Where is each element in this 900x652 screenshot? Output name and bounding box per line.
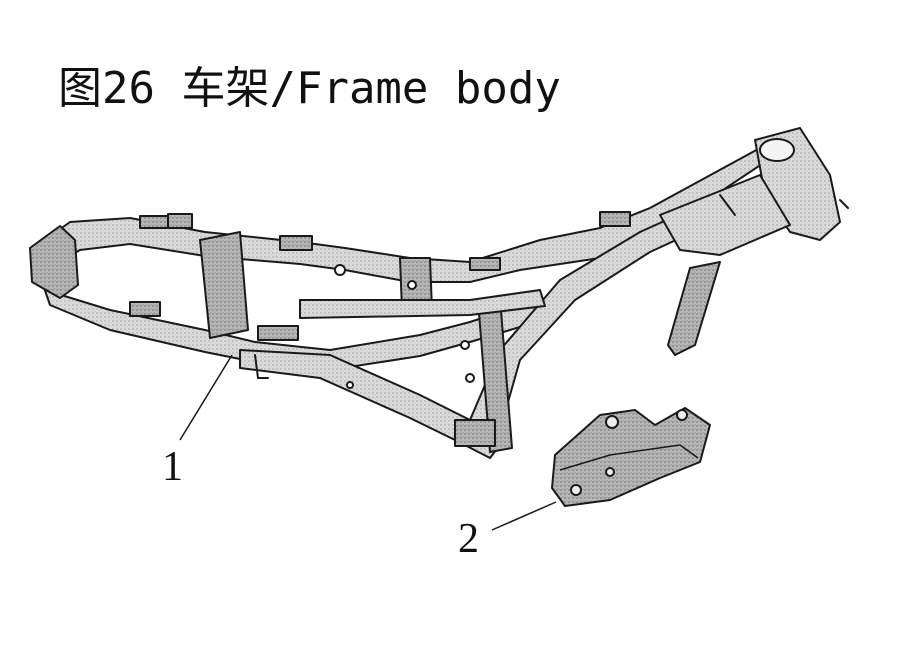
callout-2: 2 [458,516,479,562]
tab [167,213,193,229]
frame-body [29,127,849,459]
tab [599,211,631,227]
head-gusset [659,174,791,256]
tab [129,301,161,317]
leader-line-1 [179,354,233,441]
leader-line-2 [491,501,557,531]
tab [279,235,313,251]
tab [139,215,169,229]
steering-bore [759,138,795,162]
tab [257,325,299,341]
cross-brace [299,289,546,319]
tab [454,419,496,447]
cross-plate [199,231,249,339]
front-down-tube [667,261,721,356]
tab [469,257,501,271]
lower-down-tube [239,349,501,459]
rear-loop [29,225,79,299]
callout-1: 1 [162,444,183,490]
figure-title: 图26 车架/Frame body [58,63,561,114]
engine-bracket [551,407,711,507]
